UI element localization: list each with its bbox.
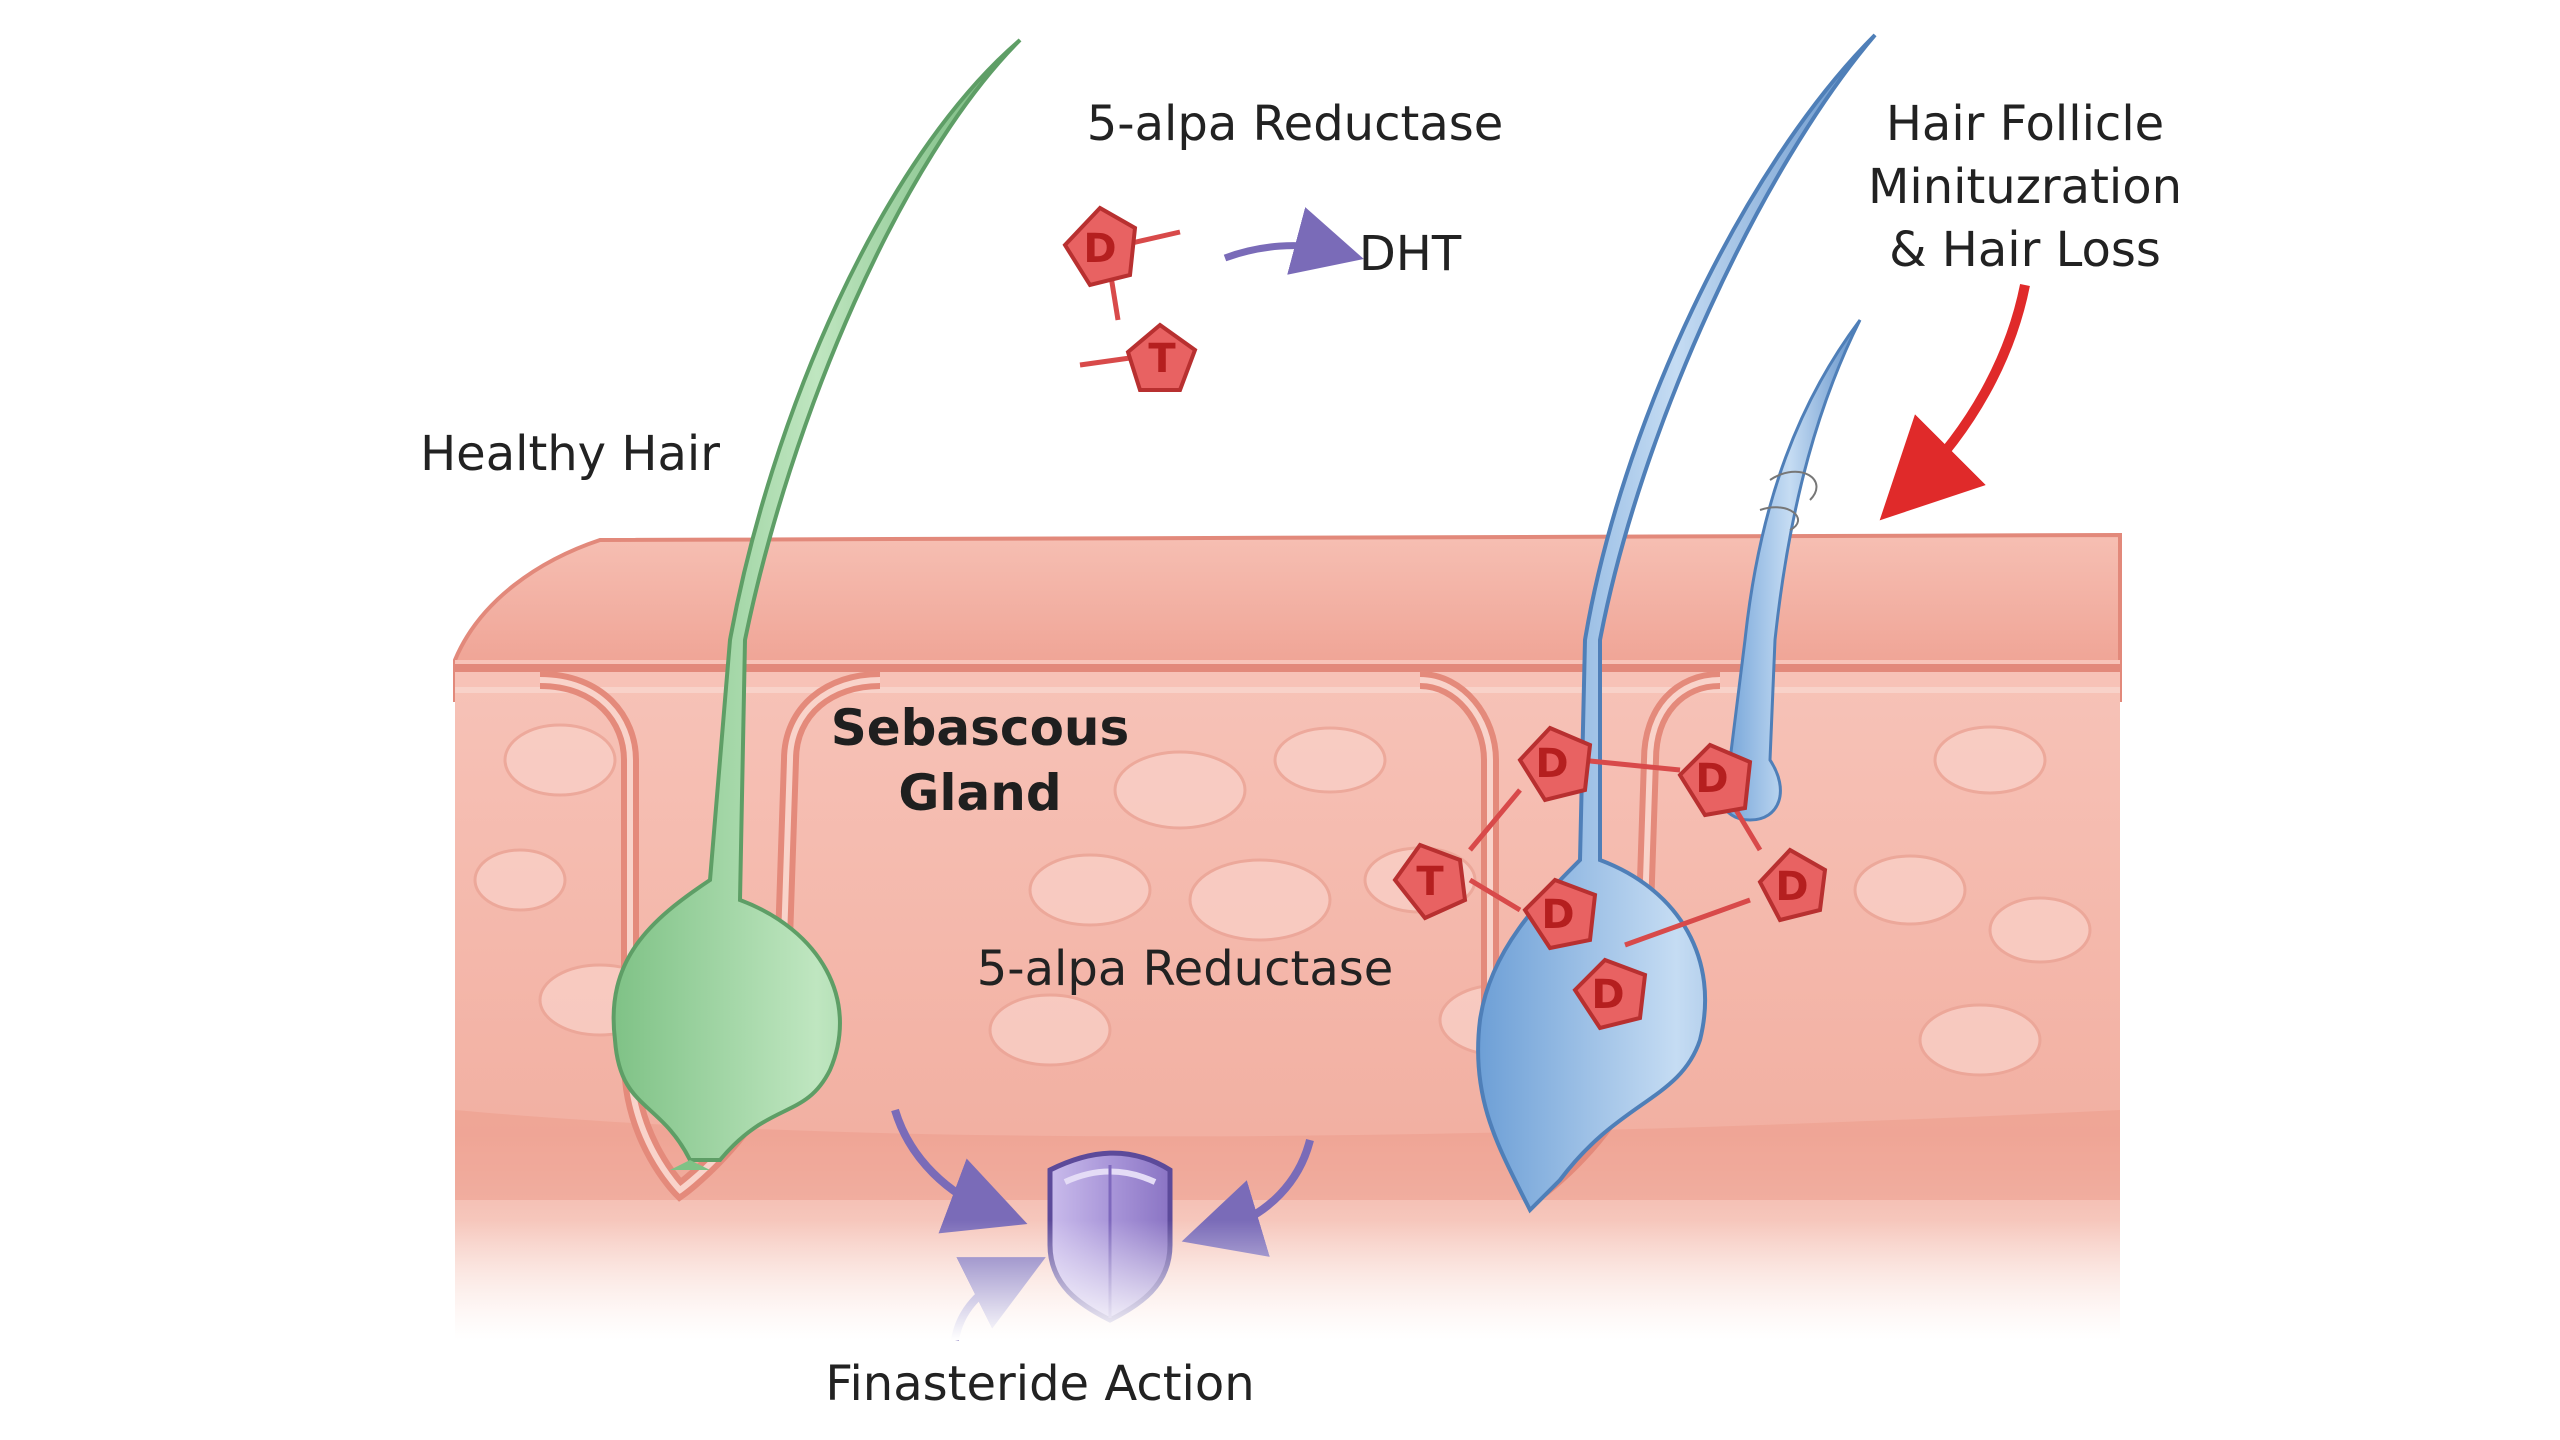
molecule-letter: T xyxy=(1148,336,1176,382)
healthy-follicle xyxy=(539,38,1022,1202)
reductase-bottom-label: 5-alpa Reductase xyxy=(977,941,1394,997)
molecule-letter: D xyxy=(1541,892,1574,938)
healthy-hair-label: Healthy Hair xyxy=(420,426,720,482)
dht-label: DHT xyxy=(1359,226,1462,282)
molecule-letter: D xyxy=(1695,756,1728,802)
molecules-top: D T xyxy=(1062,205,1198,392)
dht-molecule xyxy=(1062,205,1138,288)
molecule-letter: D xyxy=(1083,226,1116,272)
finasteride-label: Finasteride Action xyxy=(825,1356,1254,1412)
molecule-letter: T xyxy=(1416,859,1444,905)
reductase-top-label: 5-alpa Reductase xyxy=(1087,96,1504,152)
miniaturization-label-1: Hair Follicle xyxy=(1886,96,2164,152)
molecule-letter: D xyxy=(1591,972,1624,1018)
molecules-bound: D D T D D D xyxy=(1392,725,1828,1031)
molecule-letter: D xyxy=(1775,864,1808,910)
sebaceous-label-2: Gland xyxy=(898,764,1061,822)
arrow-right-icon xyxy=(891,1108,1028,1234)
labels: 5-alpa Reductase DHT Hair Follicle Minit… xyxy=(420,96,2182,1412)
curved-arrow-icon xyxy=(1879,284,2030,521)
sebaceous-label-1: Sebascous xyxy=(831,699,1130,757)
testosterone-molecule xyxy=(1125,322,1198,392)
miniaturization-label-3: & Hair Loss xyxy=(1889,222,2161,278)
miniaturization-label-2: Minituzration xyxy=(1868,159,2182,215)
molecule-letter: D xyxy=(1535,741,1568,787)
arrow-right-icon xyxy=(1223,207,1364,275)
